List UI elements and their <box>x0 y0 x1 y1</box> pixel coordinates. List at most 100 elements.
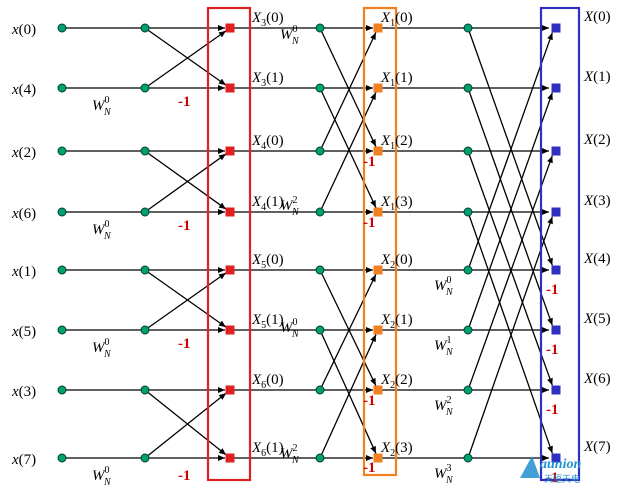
stage2-label: X2(3) <box>380 440 413 459</box>
node-square <box>551 83 561 93</box>
signal-nodes <box>57 23 561 463</box>
node-circle <box>140 385 150 395</box>
node-circle <box>315 146 325 156</box>
minus-one-label: -1 <box>546 282 559 298</box>
minus-one-label: -1 <box>178 94 191 110</box>
node-square <box>225 265 235 275</box>
input-label: x(0) <box>11 22 36 38</box>
watermark-mark <box>520 456 540 478</box>
input-label: x(7) <box>11 452 36 468</box>
node-square <box>551 265 561 275</box>
flow-line <box>319 269 377 386</box>
node-square <box>373 265 383 275</box>
stage1-label: X5(0) <box>251 252 284 271</box>
node-circle <box>463 207 473 217</box>
minus-one-label: -1 <box>178 336 191 352</box>
stage2-box <box>362 6 398 477</box>
stage1-label: X4(0) <box>251 133 284 152</box>
flow-line <box>467 27 553 266</box>
node-square <box>225 83 235 93</box>
stage1-label: X6(1) <box>251 440 284 459</box>
node-circle <box>315 83 325 93</box>
minus-one-label: -1 <box>363 154 376 170</box>
stage2-label: X2(0) <box>380 252 413 271</box>
node-square <box>373 146 383 156</box>
node-square <box>551 23 561 33</box>
output-label: X(2) <box>583 132 611 148</box>
flow-line <box>319 274 377 391</box>
node-circle <box>140 207 150 217</box>
node-circle <box>463 265 473 275</box>
flow-line <box>144 30 227 89</box>
flow-line <box>319 27 377 147</box>
node-circle <box>463 23 473 33</box>
stage1-label: X3(1) <box>251 70 284 89</box>
node-square <box>373 385 383 395</box>
signal-labels: x(0)x(4)x(2)x(6)x(1)x(5)x(3)x(7)X(0)X(1)… <box>11 9 611 488</box>
node-circle <box>315 325 325 335</box>
stage1-box <box>206 6 252 482</box>
node-square <box>225 23 235 33</box>
flow-line <box>467 87 553 326</box>
node-square <box>373 207 383 217</box>
output-label: X(1) <box>583 69 611 85</box>
stage1-label: X4(1) <box>251 194 284 213</box>
node-square <box>373 325 383 335</box>
node-circle <box>140 83 150 93</box>
stage1-label: X6(0) <box>251 372 284 391</box>
stage-boxes <box>206 6 581 482</box>
node-circle <box>57 83 67 93</box>
node-square <box>551 325 561 335</box>
node-circle <box>57 265 67 275</box>
node-circle <box>140 265 150 275</box>
stage1-label: X5(1) <box>251 312 284 331</box>
watermark-brand: aunion <box>540 457 581 472</box>
input-label: x(6) <box>11 206 36 222</box>
node-circle <box>315 453 325 463</box>
input-label: x(2) <box>11 145 36 161</box>
flow-line <box>144 27 227 86</box>
flow-line <box>144 392 227 459</box>
node-circle <box>57 207 67 217</box>
minus-one-label: -1 <box>178 468 191 484</box>
node-square <box>225 453 235 463</box>
minus-one-label: -1 <box>363 393 376 409</box>
node-square <box>225 385 235 395</box>
node-circle <box>57 146 67 156</box>
flow-line <box>467 155 553 391</box>
node-circle <box>140 453 150 463</box>
flow-line <box>144 153 227 213</box>
output-label: X(5) <box>583 311 611 327</box>
output-label: X(3) <box>583 193 611 209</box>
input-label: x(4) <box>11 82 36 98</box>
input-label: x(3) <box>11 384 36 400</box>
stage3-box <box>539 6 581 482</box>
watermark-sub: 天恒天电 <box>544 473 580 484</box>
stage1-label: X3(0) <box>251 10 284 29</box>
stage2-label: X1(1) <box>380 70 413 89</box>
signal-flow-lines <box>62 25 553 461</box>
minus-one-label: -1 <box>546 342 559 358</box>
stage2-label: X1(0) <box>380 10 413 29</box>
node-circle <box>463 453 473 463</box>
output-label: X(7) <box>583 439 611 455</box>
node-circle <box>315 207 325 217</box>
flow-line <box>467 150 553 386</box>
output-label: X(4) <box>583 251 611 267</box>
node-square <box>373 453 383 463</box>
output-label: X(6) <box>583 371 611 387</box>
stage2-label: X1(2) <box>380 133 413 152</box>
node-square <box>551 207 561 217</box>
node-circle <box>463 146 473 156</box>
